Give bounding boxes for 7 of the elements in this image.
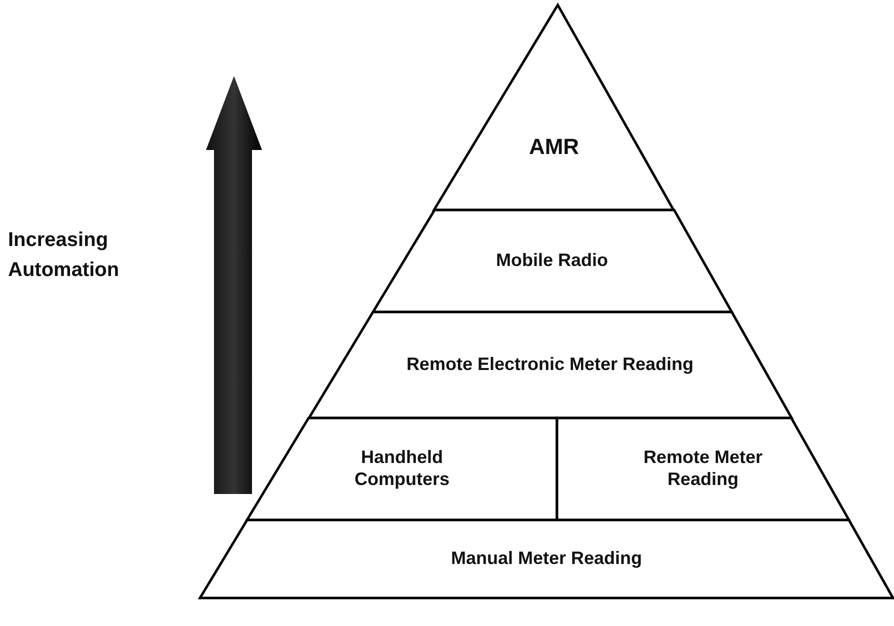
tier-label: Handheld Computers bbox=[354, 447, 451, 491]
tier-label: Manual Meter Reading bbox=[450, 548, 642, 570]
tier-label: Mobile Radio bbox=[496, 250, 608, 272]
tier-label: AMR bbox=[528, 134, 580, 161]
axis-label: Increasing Automation bbox=[8, 228, 120, 283]
tier-label: Remote Electronic Meter Reading bbox=[406, 354, 694, 376]
tier-label: Remote Meter Reading bbox=[642, 447, 764, 491]
